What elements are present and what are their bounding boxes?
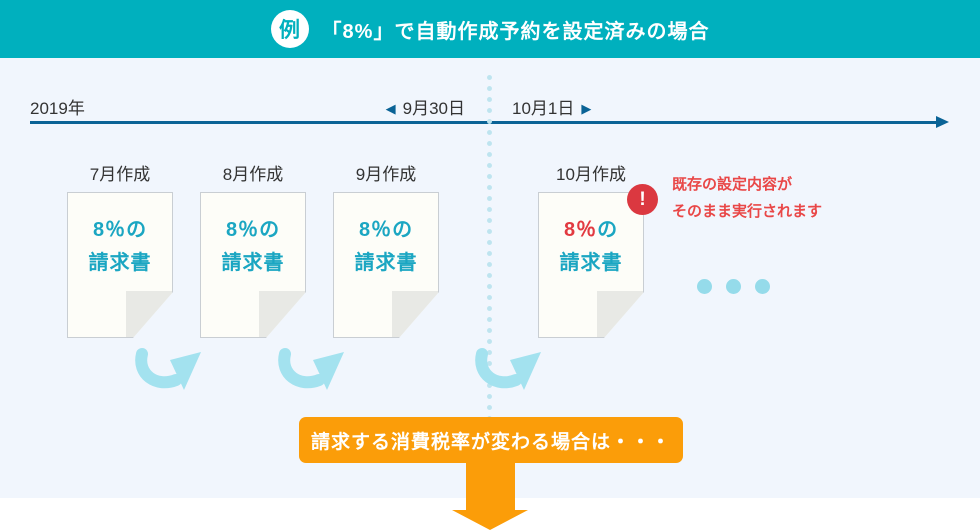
invoice-card-july: 8％の請求書 — [67, 192, 173, 338]
card-label-october: 10月作成 — [556, 165, 626, 184]
invoice-card-august: 8％の請求書 — [200, 192, 306, 338]
header-title: 「8%」で自動作成予約を設定済みの場合 — [321, 20, 710, 43]
doc-text: 請求書 — [88, 252, 152, 274]
invoice-text: 8％の請求書 — [68, 214, 172, 280]
dotted-divider — [487, 75, 492, 417]
tax-rate-text: 8％ — [563, 219, 598, 241]
invoice-text: 8％の請求書 — [201, 214, 305, 280]
doc-text: 請求書 — [221, 252, 285, 274]
page-fold — [126, 291, 172, 337]
page-fold — [597, 291, 643, 337]
ellipsis-dots — [697, 279, 770, 294]
particle-text: の — [126, 219, 148, 241]
invoice-text: 8％の請求書 — [539, 214, 643, 280]
exclamation-icon: ! — [627, 184, 658, 215]
after-date-text: 10月1日 — [512, 99, 575, 118]
page-fold — [259, 291, 305, 337]
dot — [697, 279, 712, 294]
timeline-axis-arrow — [30, 116, 949, 128]
diagram-panel: 2019年 ◀ 9月30日 10月1日 ▶ 7月作成 8月作成 9月作成 10月作成… — [0, 58, 980, 530]
curved-arrow-icon — [475, 348, 541, 390]
timeline-after-label: 10月1日 ▶ — [512, 94, 591, 119]
tax-rate-text: 8％ — [92, 219, 127, 241]
header-bar: 例 「8%」で自動作成予約を設定済みの場合 — [0, 0, 980, 58]
tax-rate-text: 8％ — [358, 219, 393, 241]
left-triangle-icon: ◀ — [385, 101, 396, 116]
invoice-text: 8％の請求書 — [334, 214, 438, 280]
tax-rate-text: 8％ — [225, 219, 260, 241]
curved-arrow-icon — [135, 348, 201, 390]
warning-line2: そのまま実行されます — [672, 203, 823, 220]
card-label-august: 8月作成 — [222, 165, 284, 184]
invoice-card-october: 8％の請求書 — [538, 192, 644, 338]
doc-text: 請求書 — [559, 252, 623, 274]
timeline-before-label: ◀ 9月30日 — [386, 94, 465, 119]
particle-text: の — [259, 219, 281, 241]
particle-text: の — [392, 219, 414, 241]
timeline-year-label: 2019年 — [30, 99, 85, 118]
before-date-text: 9月30日 — [402, 99, 465, 118]
warning-line1: 既存の設定内容が — [672, 176, 793, 193]
page-fold — [392, 291, 438, 337]
warning-text: 既存の設定内容が そのまま実行されます — [672, 171, 822, 225]
card-label-july: 7月作成 — [89, 165, 151, 184]
down-arrow-icon — [452, 463, 528, 530]
doc-text: 請求書 — [354, 252, 418, 274]
card-label-september: 9月作成 — [355, 165, 417, 184]
particle-text: の — [597, 219, 619, 241]
tax-change-banner: 請求する消費税率が変わる場合は・・・ — [299, 417, 683, 463]
dot — [726, 279, 741, 294]
right-triangle-icon: ▶ — [581, 101, 592, 116]
example-badge: 例 — [270, 10, 309, 48]
curved-arrow-icon — [278, 348, 344, 390]
dot — [755, 279, 770, 294]
invoice-card-september: 8％の請求書 — [333, 192, 439, 338]
